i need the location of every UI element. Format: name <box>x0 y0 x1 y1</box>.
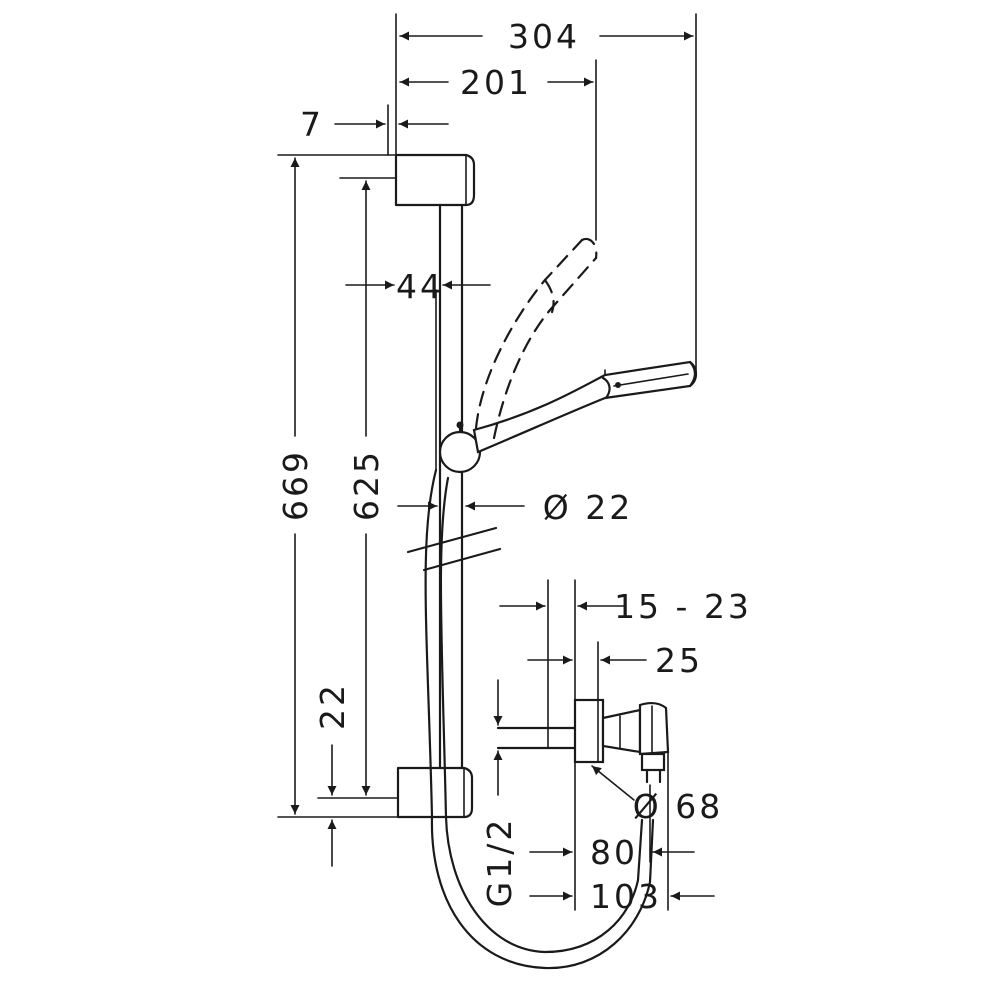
dim-thread: G1/2 <box>480 817 519 908</box>
dim-rail-length: 625 <box>347 449 386 521</box>
hand-shower <box>472 360 698 454</box>
rail-break-marks <box>406 526 502 572</box>
dim-rosette-diameter: Ø 68 <box>633 787 723 826</box>
dim-bracket-height: 22 <box>313 682 352 730</box>
dim-total-width: 304 <box>508 17 580 56</box>
dim-handshower-reach: 201 <box>460 63 532 102</box>
dimension-labels: 304 201 7 44 669 625 22 Ø 22 15 - 23 25 … <box>276 17 752 916</box>
slider-holder <box>438 430 482 474</box>
dim-nipple-range: 15 - 23 <box>614 587 752 626</box>
wall-outlet-valve <box>496 698 670 784</box>
dim-rail-diameter: Ø 22 <box>543 488 633 527</box>
dim-total-height: 669 <box>276 449 315 521</box>
dim-valve-depth-total: 103 <box>590 877 662 916</box>
dim-rail-depth: 44 <box>396 267 444 306</box>
dim-valve-depth: 80 <box>590 833 638 872</box>
dim-wall-offset: 7 <box>300 105 324 144</box>
dim-nipple-length: 25 <box>655 641 703 680</box>
top-wall-bracket <box>394 153 476 207</box>
bottom-wall-bracket <box>396 766 474 819</box>
hand-shower-alternate-position <box>474 237 598 440</box>
dimension-lines <box>277 13 715 911</box>
shower-rail-assembly <box>394 153 698 970</box>
shower-hose <box>424 468 655 970</box>
